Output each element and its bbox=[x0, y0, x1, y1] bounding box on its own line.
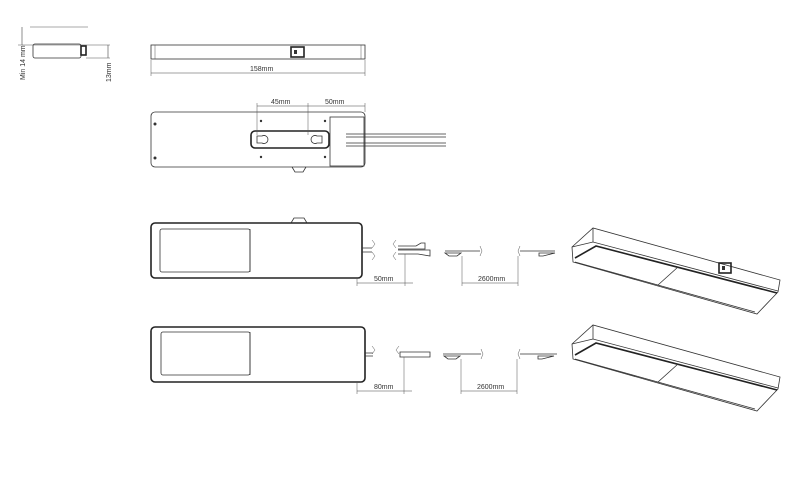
cable-exit-label-2: 80mm bbox=[374, 384, 394, 391]
bottom-view: 45mm 50mm bbox=[150, 99, 446, 173]
top-view-switch: 50mm 2600mm bbox=[150, 217, 556, 286]
isometric-view-plain bbox=[571, 324, 781, 412]
cable-box-label: 50mm bbox=[325, 99, 345, 106]
min-height-label: Min 14 mm bbox=[20, 45, 27, 80]
cable-exit-label-1: 50mm bbox=[374, 276, 394, 283]
isometric-view-switch bbox=[571, 227, 781, 315]
side-view: Min 14 mm 13mm bbox=[18, 26, 113, 82]
top-view-plain: 80mm 2600mm bbox=[150, 326, 557, 394]
cable-length-label-2: 2600mm bbox=[477, 384, 504, 391]
mount-spacing-label: 45mm bbox=[271, 99, 291, 106]
front-view: 158mm bbox=[150, 44, 366, 76]
length-label: 158mm bbox=[250, 66, 274, 73]
cable-length-label-1: 2600mm bbox=[478, 276, 505, 283]
height-label: 13mm bbox=[106, 62, 113, 82]
